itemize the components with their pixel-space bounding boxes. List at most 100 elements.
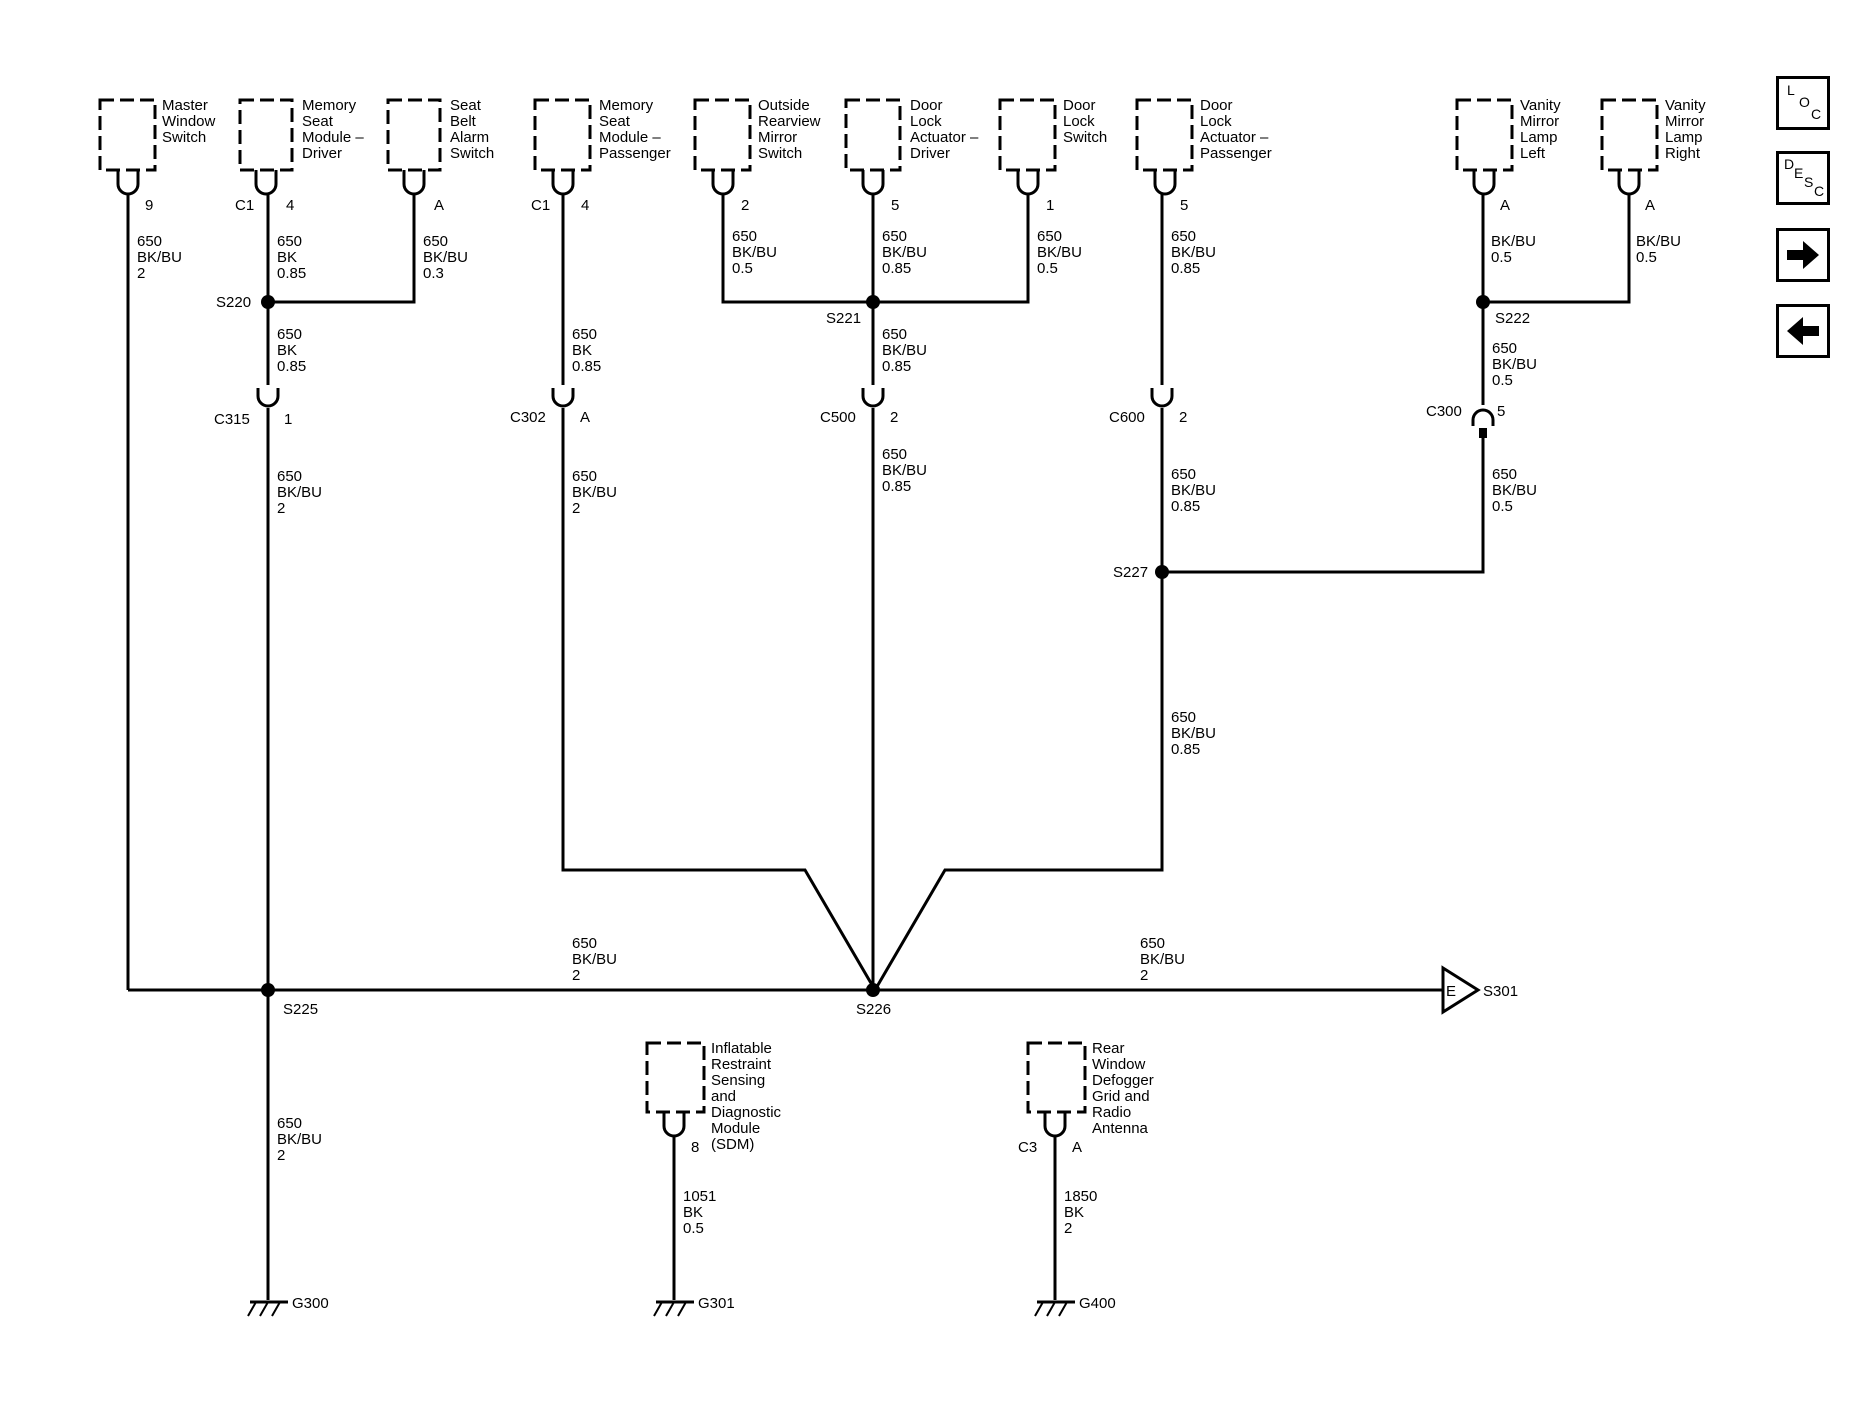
component-rear-defogger[interactable] [1026,1041,1087,1138]
splice-s221-dot [866,295,880,309]
svg-text:Seat: Seat [302,113,334,130]
svg-text:Rearview: Rearview [758,113,821,130]
svg-text:Right: Right [1665,145,1701,162]
svg-text:0.3: 0.3 [423,265,444,282]
pin-label: 2 [890,409,898,426]
svg-text:0.85: 0.85 [1171,741,1200,758]
svg-text:BK/BU: BK/BU [1491,233,1536,250]
inline-connector-labels: C315 1 C302 A C500 2 C600 2 C300 5 [214,403,1505,428]
svg-text:BK/BU: BK/BU [423,249,468,266]
component-seat-belt-alarm-switch[interactable] [386,98,442,196]
splice-label: S225 [283,1001,318,1018]
svg-text:650: 650 [1492,340,1517,357]
component-memory-seat-driver[interactable] [238,98,294,196]
svg-text:BK/BU: BK/BU [732,244,777,261]
desc-label-2: E [1794,165,1804,181]
svg-text:2: 2 [277,1147,285,1164]
label-memory-seat-passenger: Memory Seat Module – Passenger [599,97,671,162]
pin-label: 5 [1497,403,1505,420]
off-page-connector-arrow[interactable] [1441,965,1481,1015]
svg-text:650: 650 [277,1115,302,1132]
splice-label: S220 [216,294,251,311]
svg-text:0.85: 0.85 [882,478,911,495]
wires [126,194,1631,1300]
svg-text:650: 650 [423,233,448,250]
svg-text:1850: 1850 [1064,1188,1097,1205]
svg-text:650: 650 [1037,228,1062,245]
label-door-lock-actuator-driver: Door Lock Actuator – Driver [910,97,979,162]
ground-g301-icon [653,1300,694,1317]
svg-text:BK/BU: BK/BU [572,484,617,501]
component-door-lock-actuator-passenger[interactable] [1135,98,1194,196]
svg-text:1051: 1051 [683,1188,716,1205]
splice-s220-dot [261,295,275,309]
splice-s227-dot [1155,565,1169,579]
svg-text:Mirror: Mirror [1520,113,1559,130]
svg-text:Mirror: Mirror [758,129,797,146]
splice-s226-dot [866,983,880,997]
connector-label: C1 [531,197,550,214]
svg-text:Inflatable: Inflatable [711,1040,772,1057]
ground-label: G400 [1079,1295,1116,1312]
svg-text:Module –: Module – [302,129,364,146]
svg-text:Lock: Lock [1063,113,1095,130]
svg-text:650: 650 [882,228,907,245]
svg-text:650: 650 [277,233,302,250]
pin-label: 2 [741,197,749,214]
label-sdm: Inflatable Restraint Sensing and Diagnos… [711,1040,782,1153]
inline-connector-c500 [861,388,885,408]
svg-text:Actuator –: Actuator – [1200,129,1269,146]
component-sdm[interactable] [645,1041,706,1138]
connector-label: C3 [1018,1139,1037,1156]
component-vanity-mirror-lamp-left[interactable] [1455,98,1514,196]
label-rear-defogger: Rear Window Defogger Grid and Radio Ante… [1092,1040,1154,1137]
component-door-lock-actuator-driver[interactable] [844,98,902,196]
desc-button[interactable]: D E S C [1776,151,1830,205]
svg-text:Radio: Radio [1092,1104,1131,1121]
svg-text:BK/BU: BK/BU [572,951,617,968]
pin-label: A [1500,197,1510,214]
svg-text:650: 650 [1140,935,1165,952]
component-memory-seat-passenger[interactable] [533,98,592,196]
svg-text:BK/BU: BK/BU [1140,951,1185,968]
svg-text:BK/BU: BK/BU [1492,482,1537,499]
svg-text:Master: Master [162,97,208,114]
svg-text:Seat: Seat [450,97,482,114]
label-door-lock-actuator-passenger: Door Lock Actuator – Passenger [1200,97,1272,162]
back-button[interactable] [1776,304,1830,358]
connector-label: C1 [235,197,254,214]
svg-text:650: 650 [277,326,302,343]
svg-text:0.85: 0.85 [882,260,911,277]
label-vanity-mirror-lamp-right: Vanity Mirror Lamp Right [1665,97,1706,162]
svg-text:2: 2 [572,500,580,517]
svg-text:Seat: Seat [599,113,631,130]
svg-text:BK/BU: BK/BU [1636,233,1681,250]
svg-text:Door: Door [1063,97,1096,114]
connector-label: C300 [1426,403,1462,420]
svg-text:Grid and: Grid and [1092,1088,1150,1105]
loc-button[interactable]: L O C [1776,76,1830,130]
svg-text:Left: Left [1520,145,1546,162]
connector-label: C600 [1109,409,1145,426]
ground-label: G301 [698,1295,735,1312]
svg-text:Rear: Rear [1092,1040,1125,1057]
component-outside-mirror-switch[interactable] [693,98,752,196]
svg-text:Door: Door [910,97,943,114]
component-vanity-mirror-lamp-right[interactable] [1600,98,1659,196]
component-door-lock-switch[interactable] [998,98,1057,196]
svg-text:0.85: 0.85 [277,358,306,375]
svg-text:Switch: Switch [450,145,494,162]
svg-text:BK/BU: BK/BU [1492,356,1537,373]
component-master-window-switch[interactable] [98,98,157,196]
forward-button[interactable] [1776,228,1830,282]
svg-text:Actuator –: Actuator – [910,129,979,146]
splice-label: S222 [1495,310,1530,327]
svg-text:650: 650 [572,468,597,485]
svg-text:BK/BU: BK/BU [882,462,927,479]
svg-text:0.5: 0.5 [732,260,753,277]
svg-text:0.85: 0.85 [882,358,911,375]
pin-label: 4 [581,197,589,214]
